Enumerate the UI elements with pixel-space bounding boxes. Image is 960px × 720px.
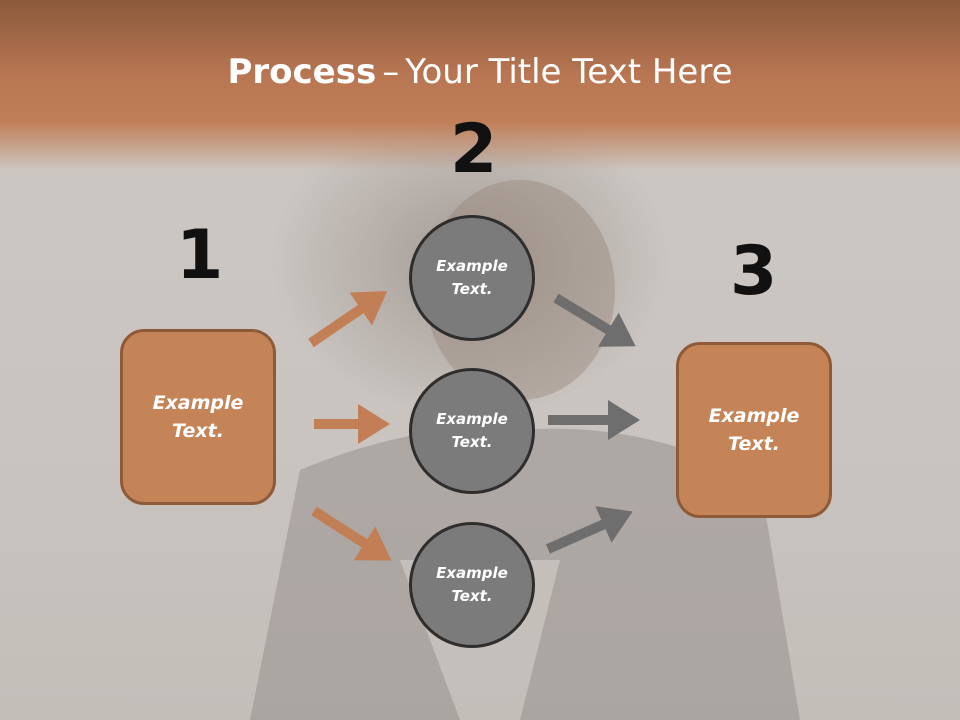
title-rest: Your Title Text Here xyxy=(405,52,733,92)
arrow-left-to-bottom xyxy=(311,506,392,561)
arrow-top-to-right xyxy=(553,293,636,347)
title-bold: Process xyxy=(227,52,377,92)
arrow-bottom-to-right xyxy=(545,506,633,554)
step-number-1: 1 xyxy=(176,216,224,295)
title-separator: – xyxy=(382,52,400,92)
step-number-3: 3 xyxy=(730,232,778,311)
title-bar xyxy=(0,0,960,170)
slide-title: Process–Your Title Text Here xyxy=(0,52,960,92)
step-number-2: 2 xyxy=(450,110,498,189)
arrow-left-to-top xyxy=(308,290,388,348)
